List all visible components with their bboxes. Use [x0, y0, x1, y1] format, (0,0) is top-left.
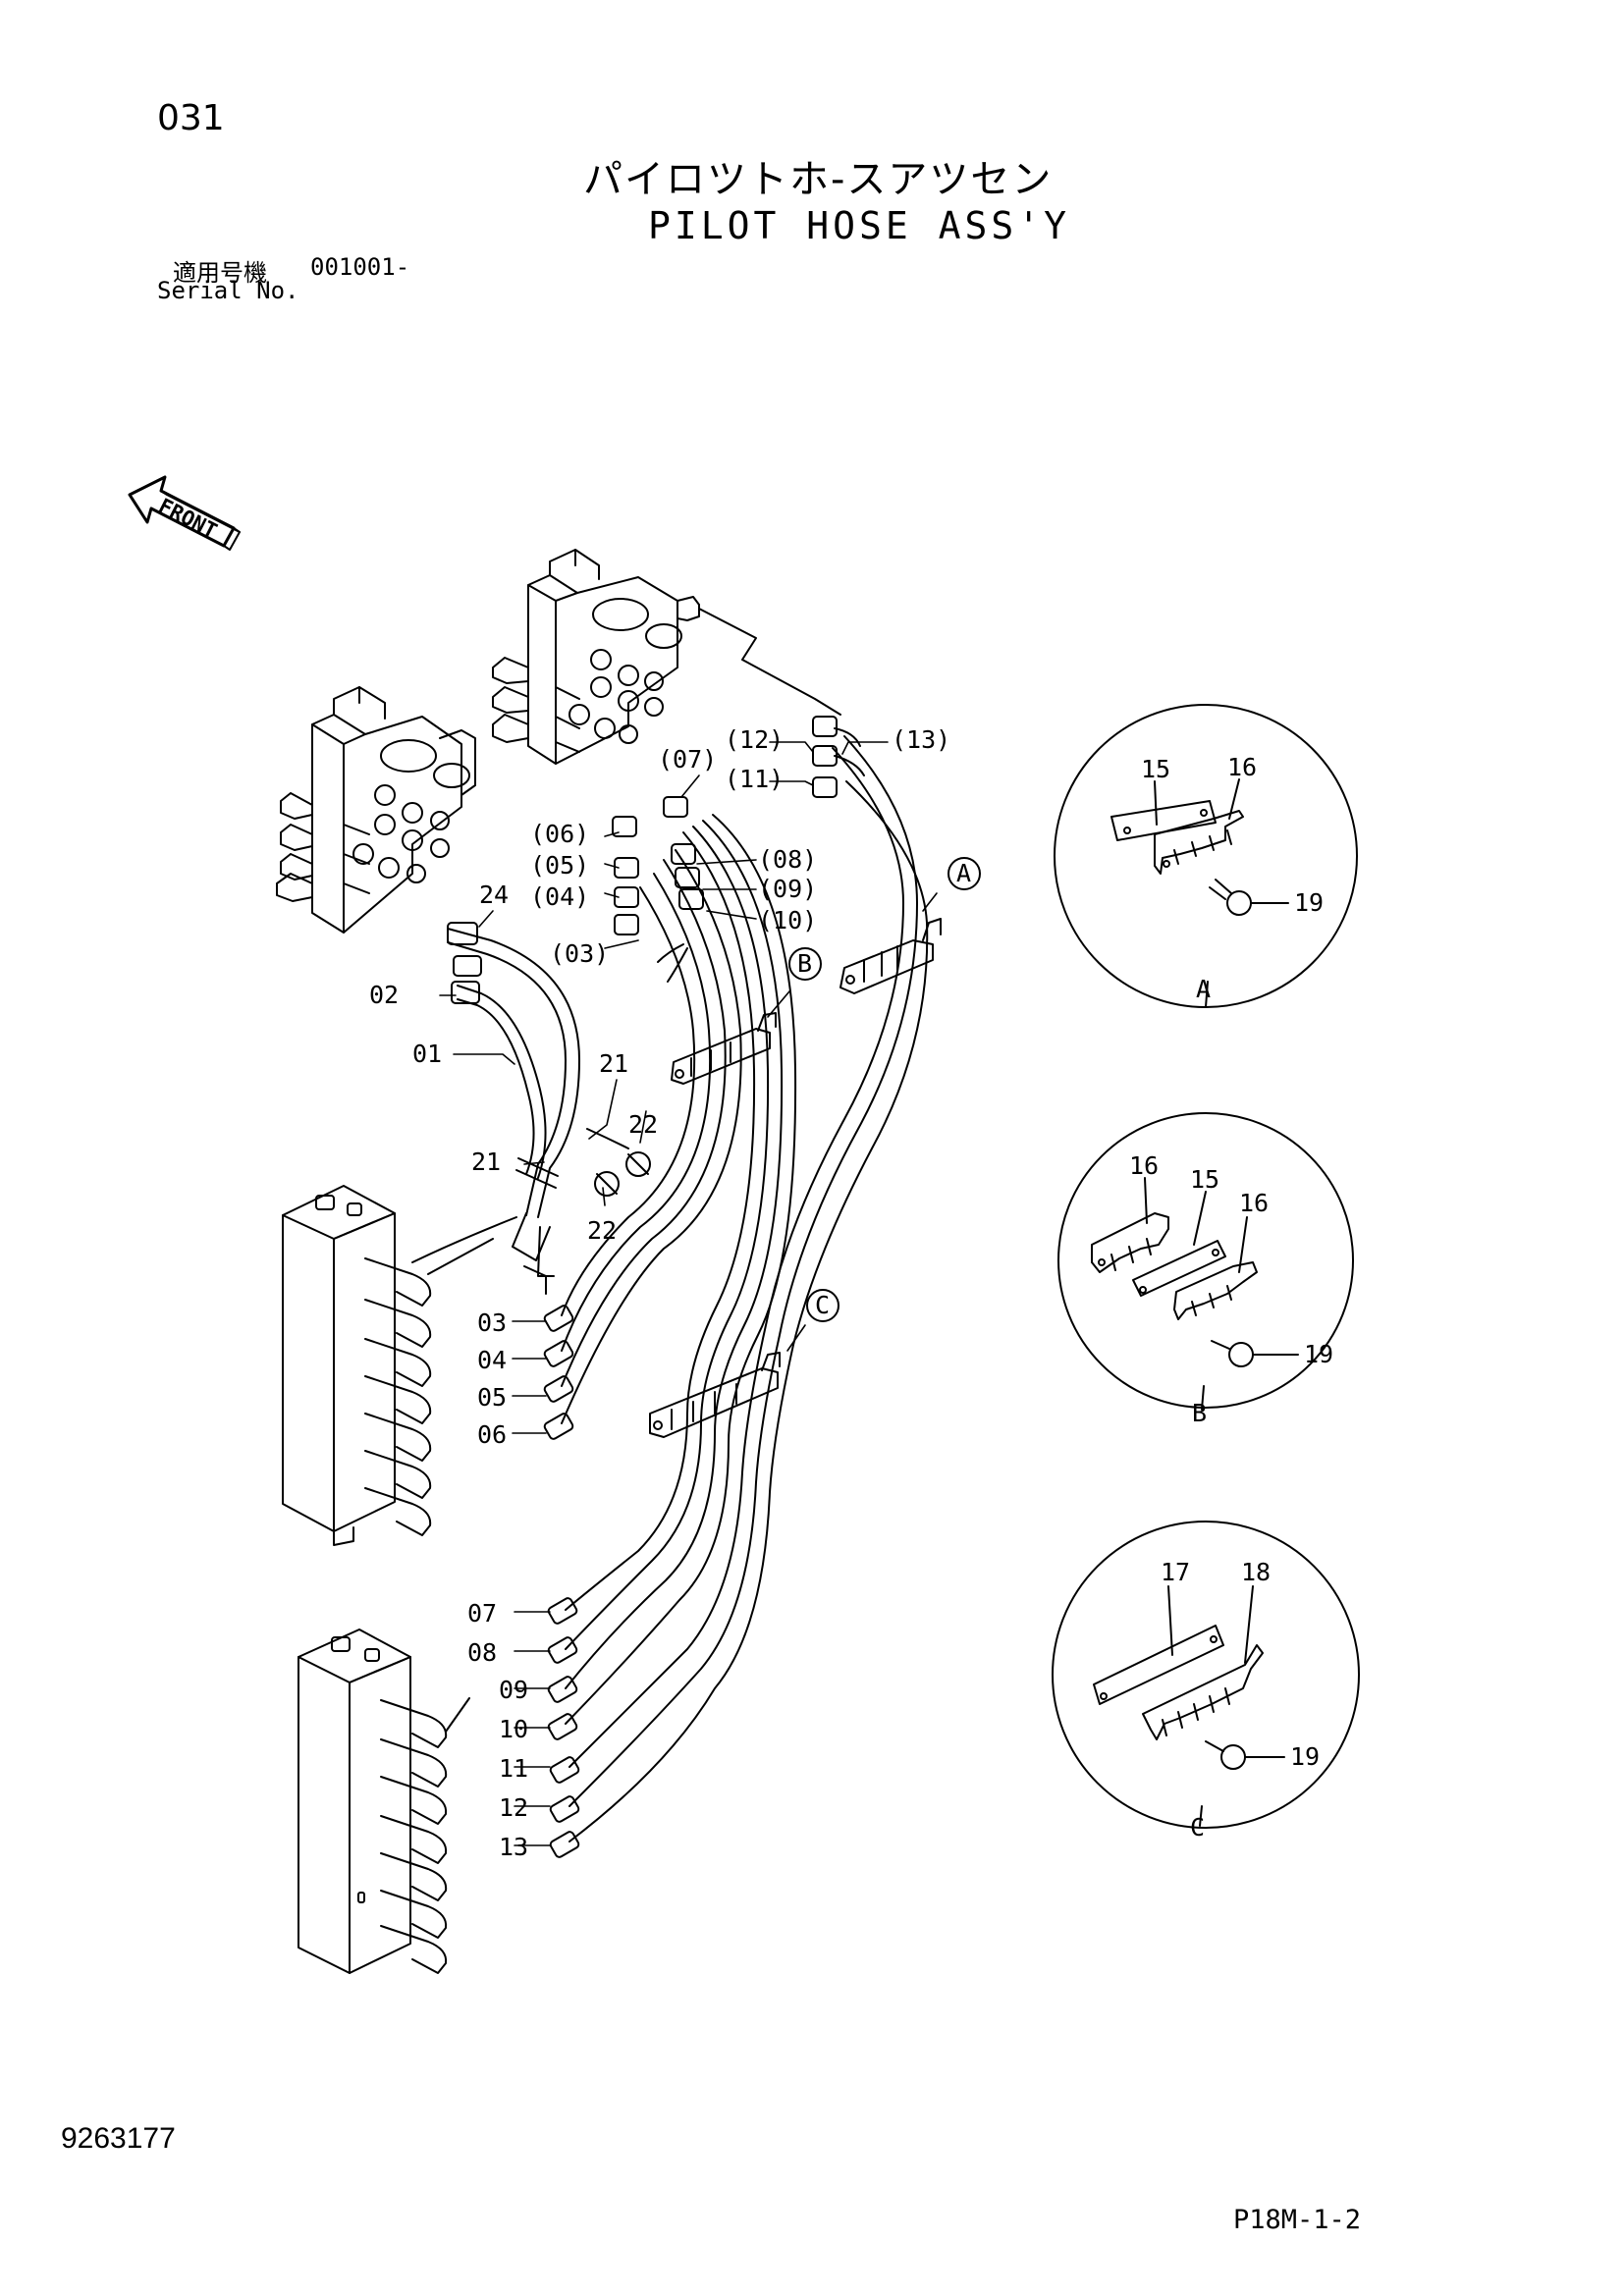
- front-arrow-icon: FRONT: [128, 475, 241, 551]
- callout-12: 12: [499, 1793, 528, 1822]
- title-english: PILOT HOSE ASS'Y: [648, 204, 1071, 247]
- clamp-c: [649, 1352, 781, 1438]
- clamp-a: [839, 918, 942, 994]
- detail-a-part-15: 15: [1141, 755, 1170, 783]
- detail-c-part-17: 17: [1161, 1558, 1190, 1586]
- hose-ends-03-06: [543, 1305, 574, 1440]
- callout-03-paren: (03): [550, 939, 609, 968]
- callout-10: 10: [499, 1715, 528, 1743]
- serial-label-english: Serial No.: [157, 277, 299, 304]
- callout-22-upper: 22: [628, 1110, 658, 1139]
- detail-b-part-15: 15: [1190, 1165, 1219, 1194]
- marker-label-a: A: [956, 859, 971, 887]
- callout-09: 09: [499, 1676, 528, 1704]
- callout-05: 05: [477, 1383, 507, 1412]
- marker-circle-b: [788, 947, 822, 981]
- detail-a-part-19: 19: [1294, 888, 1324, 917]
- callout-24: 24: [479, 881, 509, 909]
- detail-b-part-19: 19: [1304, 1340, 1333, 1368]
- pilot-valve-right: [492, 549, 841, 765]
- leader-lines: [439, 741, 938, 1846]
- callout-08: 08: [467, 1638, 497, 1667]
- detail-c-part-19: 19: [1290, 1742, 1320, 1771]
- front-arrow-label: FRONT: [155, 494, 221, 543]
- title-japanese: パイロツトホ-スアツセン: [583, 157, 1054, 202]
- callout-21-lower: 21: [471, 1148, 501, 1176]
- control-valve-block-1: [282, 1185, 494, 1546]
- detail-view-a: [1054, 704, 1358, 1008]
- page-number: 031: [157, 98, 225, 138]
- callout-12-paren: (12): [725, 725, 784, 754]
- hose-ends-07-13: [547, 1597, 580, 1858]
- callout-21-upper: 21: [599, 1049, 628, 1078]
- callout-13: 13: [499, 1833, 528, 1861]
- callout-01: 01: [412, 1040, 442, 1068]
- callout-22-lower: 22: [587, 1216, 617, 1245]
- callout-13-paren: (13): [892, 725, 950, 754]
- callout-07-paren: (07): [658, 745, 717, 774]
- marker-circle-a: [947, 857, 981, 890]
- detail-b-label: B: [1192, 1399, 1207, 1427]
- marker-circle-c: [806, 1289, 839, 1322]
- callout-04: 04: [477, 1346, 507, 1374]
- callout-08-paren: (08): [758, 845, 817, 874]
- page-reference: P18M-1-2: [1233, 2205, 1362, 2235]
- detail-view-c: [1052, 1521, 1360, 1829]
- long-hose-bundle: [561, 716, 929, 1842]
- serial-label-japanese: 適用号機: [173, 259, 267, 287]
- callout-03: 03: [477, 1308, 507, 1337]
- detail-a-part-16: 16: [1227, 753, 1257, 781]
- detail-b-part-16-right: 16: [1239, 1189, 1269, 1217]
- marker-label-b: B: [797, 949, 812, 978]
- callout-09-paren: (09): [758, 875, 817, 903]
- pilot-valve-left: [276, 686, 476, 934]
- detail-b-part-16-left: 16: [1129, 1151, 1159, 1180]
- callout-04-paren: (04): [530, 882, 589, 911]
- callout-10-paren: (10): [758, 906, 817, 934]
- callout-06-paren: (06): [530, 820, 589, 848]
- callout-05-paren: (05): [530, 851, 589, 880]
- callout-07: 07: [467, 1599, 497, 1628]
- callout-11: 11: [499, 1754, 528, 1783]
- control-valve-block-2: [298, 1629, 470, 1974]
- serial-number-value: 001001-: [310, 253, 410, 281]
- callout-06: 06: [477, 1420, 507, 1449]
- detail-a-label: A: [1196, 975, 1211, 1003]
- detail-c-label: C: [1190, 1813, 1205, 1842]
- detail-view-b: [1057, 1112, 1354, 1411]
- document-number: 9263177: [61, 2122, 176, 2155]
- hose-assembly-01-02-24: [411, 922, 651, 1295]
- detail-c-part-18: 18: [1241, 1558, 1271, 1586]
- callout-labels: (12) (13) (11) (07) (06) (05) (04) (03) …: [369, 725, 1333, 1861]
- callout-02: 02: [369, 981, 399, 1009]
- callout-11-paren: (11): [725, 765, 784, 793]
- marker-label-c: C: [815, 1291, 830, 1319]
